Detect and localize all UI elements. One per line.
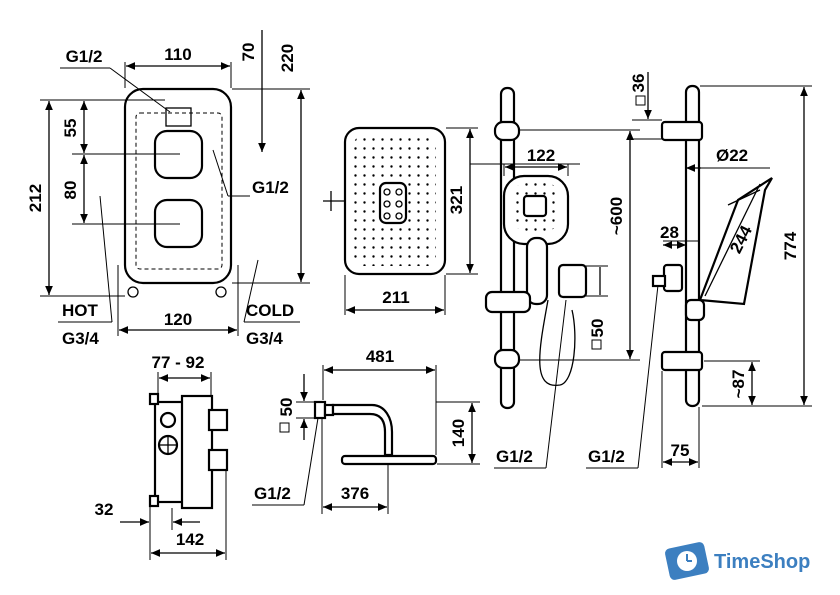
dim-rail-diameter: Ø22 <box>716 146 748 165</box>
dim-box-depth-range: 77 - 92 <box>152 353 205 372</box>
label-inlet-top: G1/2 <box>66 47 103 66</box>
label-cold: COLD <box>246 301 294 320</box>
dim-rail-length: ~600 <box>607 197 626 235</box>
dim-inlet-spacing: 120 <box>164 310 192 329</box>
label-overhead-inlet-thread: G1/2 <box>254 484 291 503</box>
dim-hand-head-width: 122 <box>527 146 555 165</box>
dim-box-offset: 32 <box>95 500 114 519</box>
dim-control-height: 212 <box>26 184 45 212</box>
control-panel-view: 110 G1/2 70 220 G1/2 55 80 212 120 HOT G… <box>26 30 310 348</box>
dim-rail-offset: 28 <box>660 223 679 242</box>
hand-handle <box>525 236 549 306</box>
rail-side-view: 36 Ø22 28 244 774 ~87 75 G1/2 <box>586 72 812 469</box>
label-cold-thread: G3/4 <box>246 329 283 348</box>
dim-lower-bracket: ~87 <box>729 370 748 399</box>
dim-overhead-width: 211 <box>382 288 409 307</box>
dim-spacing-lower: 80 <box>61 181 80 200</box>
overhead-side-head <box>340 454 438 466</box>
watermark-logo: TimeShop <box>665 542 810 580</box>
dim-box-width: 142 <box>176 530 204 549</box>
dim-control-width: 110 <box>164 45 191 64</box>
dim-arm-length: 481 <box>366 347 394 366</box>
dim-spacing-upper: 55 <box>61 119 80 138</box>
dim-overhead-height: 321 <box>447 186 466 214</box>
dim-rail-depth: 75 <box>671 441 690 460</box>
label-hot: HOT <box>62 301 99 320</box>
dim-offset-top: 70 <box>239 43 258 62</box>
label-side-outlet-thread: G1/2 <box>588 447 625 466</box>
brand-name: TimeShop <box>714 551 810 573</box>
label-inlet-side: G1/2 <box>252 178 289 197</box>
concealed-box-view: 77 - 92 32 142 <box>95 353 229 560</box>
label-hot-thread: G3/4 <box>62 329 99 348</box>
dim-bracket-size: 36 <box>629 74 648 93</box>
dim-rail-total-height: 774 <box>781 231 800 260</box>
handshower-front-view: 122 ~600 50 G1/2 <box>470 86 640 469</box>
overhead-front-view: 321 211 <box>323 126 478 315</box>
dim-outlet-size: 50 <box>588 319 607 338</box>
dim-overhead-side-height: 140 <box>449 419 468 447</box>
dim-control-total-height: 220 <box>278 44 297 72</box>
dim-head-size: 376 <box>341 484 369 503</box>
label-hand-outlet-thread: G1/2 <box>496 447 533 466</box>
dim-flange-size: 50 <box>277 398 296 417</box>
overhead-arm <box>331 403 394 457</box>
overhead-side-view: 481 50 140 G1/2 376 <box>252 347 480 514</box>
side-handle <box>698 177 773 306</box>
control-panel-body <box>123 87 233 285</box>
